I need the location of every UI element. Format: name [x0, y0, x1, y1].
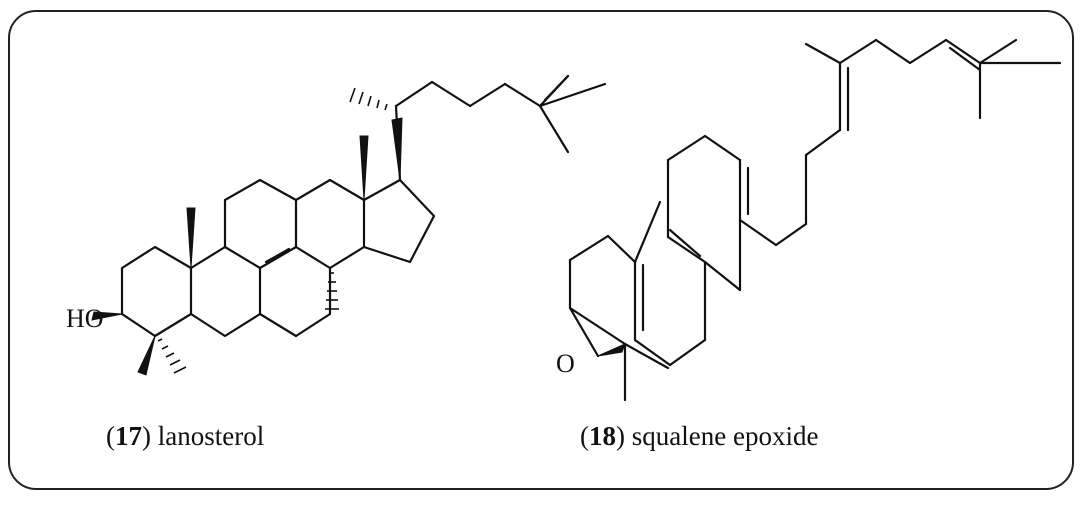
caption-lanosterol: (17) lanosterol: [106, 421, 265, 451]
c17-sidechain-wedge: [391, 117, 403, 181]
compound-number-17: 17: [115, 421, 142, 451]
compound-name-squalene-epoxide: squalene epoxide: [631, 421, 819, 451]
epoxide-wedge: [597, 343, 626, 357]
epoxide-o-label: O: [556, 349, 575, 378]
c4-methyl-wedge: [137, 335, 156, 376]
compound-number-18: 18: [589, 421, 616, 451]
caption-squalene-epoxide: (18) squalene epoxide: [580, 421, 819, 451]
ho-atom-label: HO: [66, 304, 104, 333]
squalene-epoxide-skeleton: [568, 38, 1062, 402]
figure-frame: [8, 10, 1074, 490]
c13-methyl-wedge: [359, 135, 369, 201]
compound-name-lanosterol: lanosterol: [157, 421, 265, 451]
ho-wedge-bond: [91, 311, 123, 321]
c10-methyl-wedge: [186, 207, 196, 269]
hashed-bonds: [157, 87, 388, 374]
